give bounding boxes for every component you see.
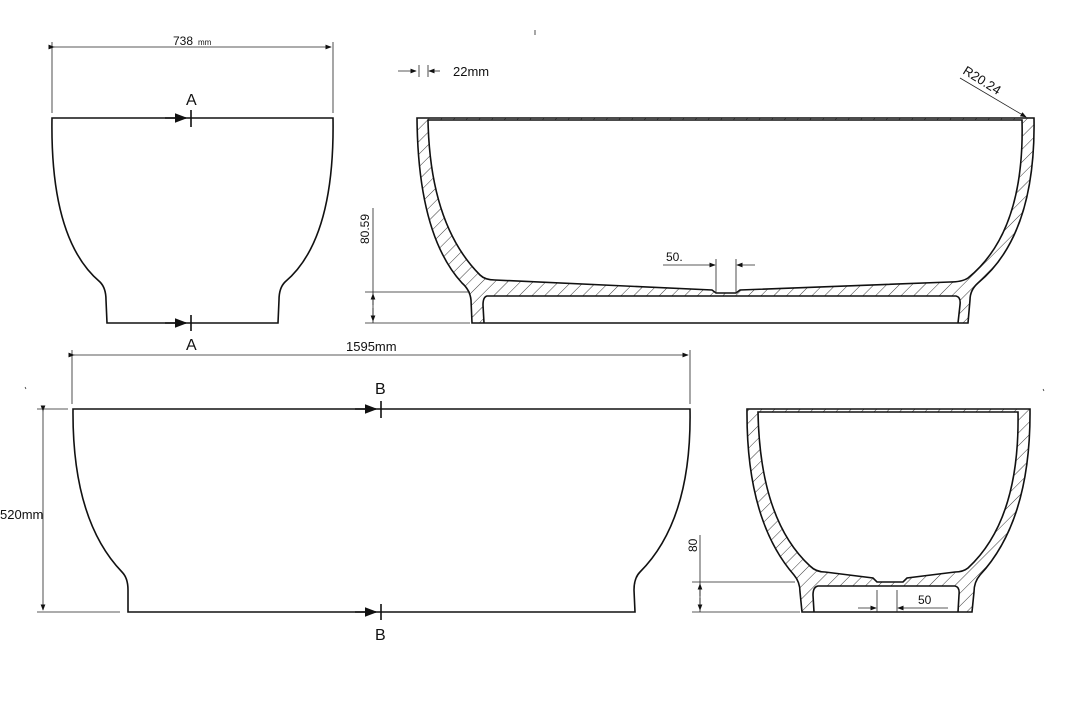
long-section-view: 22mm R20.24 80.59 50.: [358, 63, 1035, 324]
end-view-outline: [51, 117, 334, 324]
floor-height-label: 80.59: [358, 214, 372, 244]
length-label: 1595mm: [346, 339, 397, 354]
stray-mark: [24, 386, 27, 390]
long-section-hatched-wall: [416, 117, 1035, 324]
height-label: 520mm: [0, 507, 43, 522]
width-dimension-value: 738: [173, 34, 193, 48]
section-label-b-top: B: [375, 381, 386, 398]
floor-height-label: 80: [686, 538, 700, 552]
section-label-a-bottom: A: [186, 337, 197, 354]
front-view: 1595mm 520mm B B: [0, 339, 691, 644]
front-view-outline: [72, 408, 691, 613]
rim-radius-label: R20.24: [960, 63, 1004, 98]
stray-mark: [1042, 388, 1045, 392]
end-view: 738 mm A A: [48, 34, 334, 354]
cross-section-hatched-wall: [746, 408, 1031, 613]
width-dimension-unit: mm: [198, 38, 212, 47]
section-label-a-top: A: [186, 92, 197, 109]
radius-leader: [959, 77, 1027, 118]
wall-thickness-label: 22mm: [453, 64, 489, 79]
section-label-b-bottom: B: [375, 627, 386, 644]
cross-section-view: 80 50: [686, 408, 1031, 613]
drain-diameter-label: 50: [918, 593, 932, 607]
drain-diameter-label: 50.: [666, 250, 683, 264]
